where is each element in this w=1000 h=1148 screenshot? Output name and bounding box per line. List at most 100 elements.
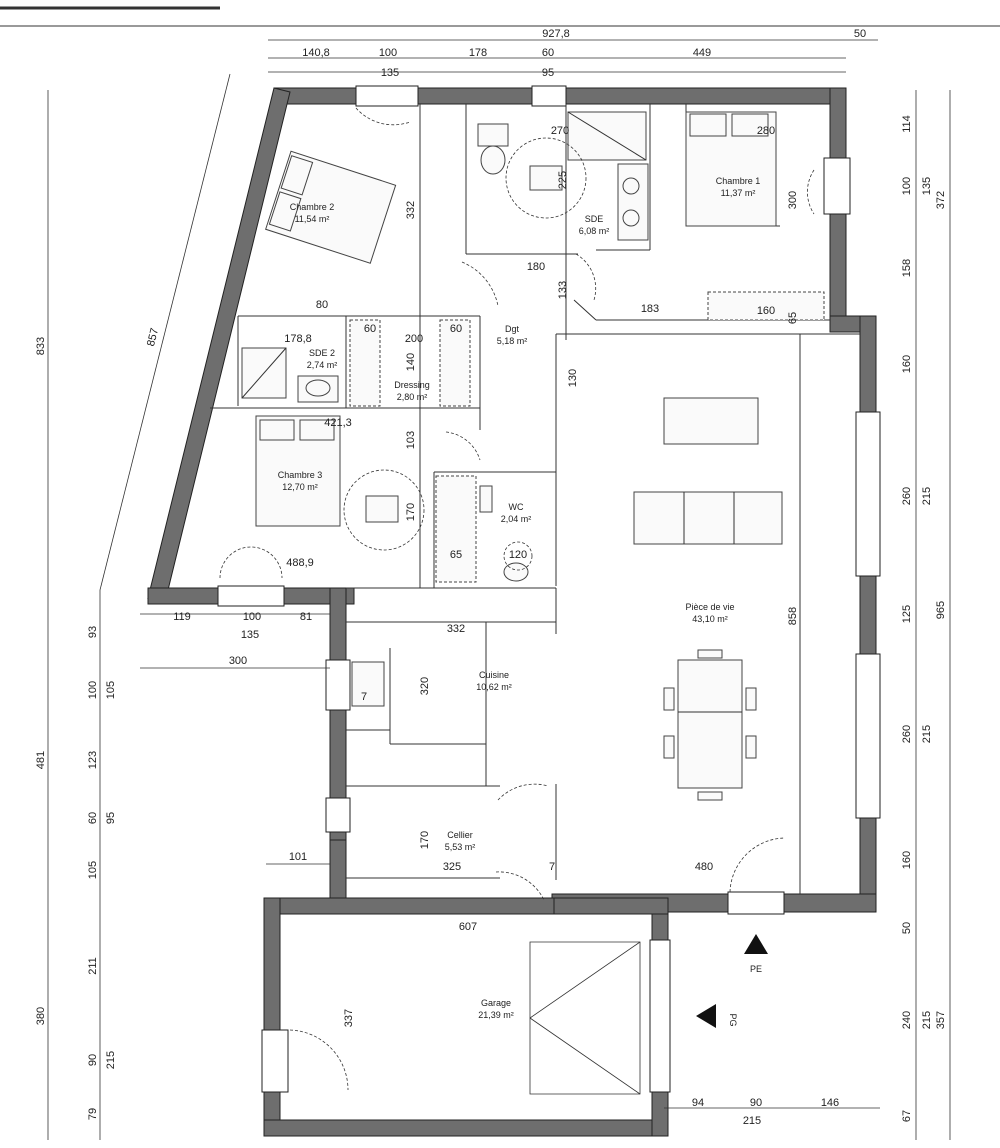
entrance-pe-arrow-icon: [744, 934, 768, 954]
dim-int-320: 320: [419, 677, 431, 695]
dim-left-100: 100: [87, 681, 99, 699]
dim-left-123: 123: [87, 751, 99, 769]
dim-int-480: 480: [695, 861, 713, 873]
garage-side-door: [261, 1029, 289, 1093]
dim-left-481: 481: [35, 751, 47, 769]
dim-int-200: 200: [405, 333, 423, 345]
dim-int-225: 225: [557, 171, 569, 189]
dimension-lines: [47, 39, 951, 1140]
entrance-pg-label: PG: [728, 1013, 738, 1026]
window-cellar: [325, 797, 351, 833]
room-name-wc: WC: [509, 502, 524, 512]
room-area-piece-de-vie: 43,10 m²: [692, 614, 728, 624]
dim-top-b: 100: [379, 47, 397, 59]
room-area-cuisine: 10,62 m²: [476, 682, 512, 692]
room-area-chambre1: 11,37 m²: [721, 188, 756, 198]
dim-left-79: 79: [87, 1108, 99, 1120]
garage-door-opening: [649, 939, 671, 1093]
room-name-sde2: SDE 2: [309, 348, 335, 358]
dim-int-858: 858: [787, 607, 799, 625]
dim-int-103: 103: [405, 431, 417, 449]
dim-int-7a: 7: [549, 861, 555, 873]
dim-garage-90: 90: [750, 1097, 762, 1109]
dim-right-67: 67: [901, 1110, 913, 1122]
dim-int-180: 180: [527, 261, 545, 273]
dim-left-90: 90: [87, 1054, 99, 1066]
dim-int-170b: 170: [419, 831, 431, 849]
room-area-chambre3: 12,70 m²: [282, 482, 318, 492]
dim-top-e: 449: [693, 47, 711, 59]
dim-int-332b: 332: [447, 623, 465, 635]
wall-garage-north-east: [553, 897, 669, 915]
dim-garage-215: 215: [743, 1115, 761, 1127]
room-name-chambre1: Chambre 1: [716, 176, 761, 186]
dim-left-60: 60: [87, 812, 99, 824]
dim-int-80: 80: [316, 299, 328, 311]
dim-right-372: 372: [935, 191, 947, 209]
room-name-dressing: Dressing: [394, 380, 430, 390]
window-bedroom1: [823, 157, 851, 215]
room-name-dgt: Dgt: [505, 324, 520, 334]
dim-right-357: 357: [935, 1011, 947, 1029]
dim-int-60a: 60: [364, 323, 376, 335]
dim-bottom-100: 100: [243, 611, 261, 623]
dim-right-100: 100: [901, 177, 913, 195]
dim-bottom-300: 300: [229, 655, 247, 667]
dim-int-337: 337: [343, 1009, 355, 1027]
dim-top-f: 135: [381, 67, 399, 79]
dim-right-114: 114: [901, 115, 913, 133]
dim-left-95: 95: [105, 812, 117, 824]
dim-int-178-8: 178,8: [284, 333, 312, 345]
dim-right-160a: 160: [901, 355, 913, 373]
dim-int-170a: 170: [405, 503, 417, 521]
dim-right-965: 965: [935, 601, 947, 619]
dim-left-833: 833: [35, 337, 47, 355]
room-name-cuisine: Cuisine: [479, 670, 509, 680]
dim-int-7b: 7: [361, 691, 367, 703]
room-name-cellier: Cellier: [447, 830, 473, 840]
dim-int-183: 183: [641, 303, 659, 315]
dim-left-105a: 105: [105, 681, 117, 699]
dim-right-125: 125: [901, 605, 913, 623]
dim-right-135: 135: [921, 177, 933, 195]
room-name-piece-de-vie: Pièce de vie: [685, 602, 734, 612]
dim-bottom-135: 135: [241, 629, 259, 641]
room-name-garage: Garage: [481, 998, 511, 1008]
dim-int-65: 65: [787, 312, 799, 324]
dim-top-d: 60: [542, 47, 554, 59]
room-name-sde: SDE: [585, 214, 604, 224]
window-north-2: [531, 85, 567, 107]
dim-int-160: 160: [757, 305, 775, 317]
dim-int-421-3: 421,3: [324, 417, 352, 429]
room-area-dressing: 2,80 m²: [397, 392, 428, 402]
dim-int-133: 133: [557, 281, 569, 299]
dim-int-300: 300: [787, 191, 799, 209]
dim-right-50: 50: [901, 922, 913, 934]
dim-left-215: 215: [105, 1051, 117, 1069]
baywindow-living-2: [855, 653, 881, 819]
dim-int-60b: 60: [450, 323, 462, 335]
room-area-chambre2: 11,54 m²: [295, 214, 330, 224]
dim-int-130: 130: [567, 369, 579, 387]
dim-top-c: 178: [469, 47, 487, 59]
dim-right-260a: 260: [901, 487, 913, 505]
dim-top-a: 140,8: [302, 47, 330, 59]
dim-int-607: 607: [459, 921, 477, 933]
dim-right-260b: 260: [901, 725, 913, 743]
entrance-door-opening: [727, 891, 785, 915]
dim-int-325: 325: [443, 861, 461, 873]
dim-top-total: 927,8: [542, 28, 570, 40]
window-north-1: [355, 85, 419, 107]
dim-top-50: 50: [854, 28, 866, 40]
dim-int-488-9: 488,9: [286, 557, 314, 569]
room-name-chambre3: Chambre 3: [278, 470, 323, 480]
dim-garage-94: 94: [692, 1097, 704, 1109]
room-area-dgt: 5,18 m²: [497, 336, 528, 346]
room-area-sde: 6,08 m²: [579, 226, 610, 236]
dim-left-380: 380: [35, 1007, 47, 1025]
dim-left-105b: 105: [87, 861, 99, 879]
